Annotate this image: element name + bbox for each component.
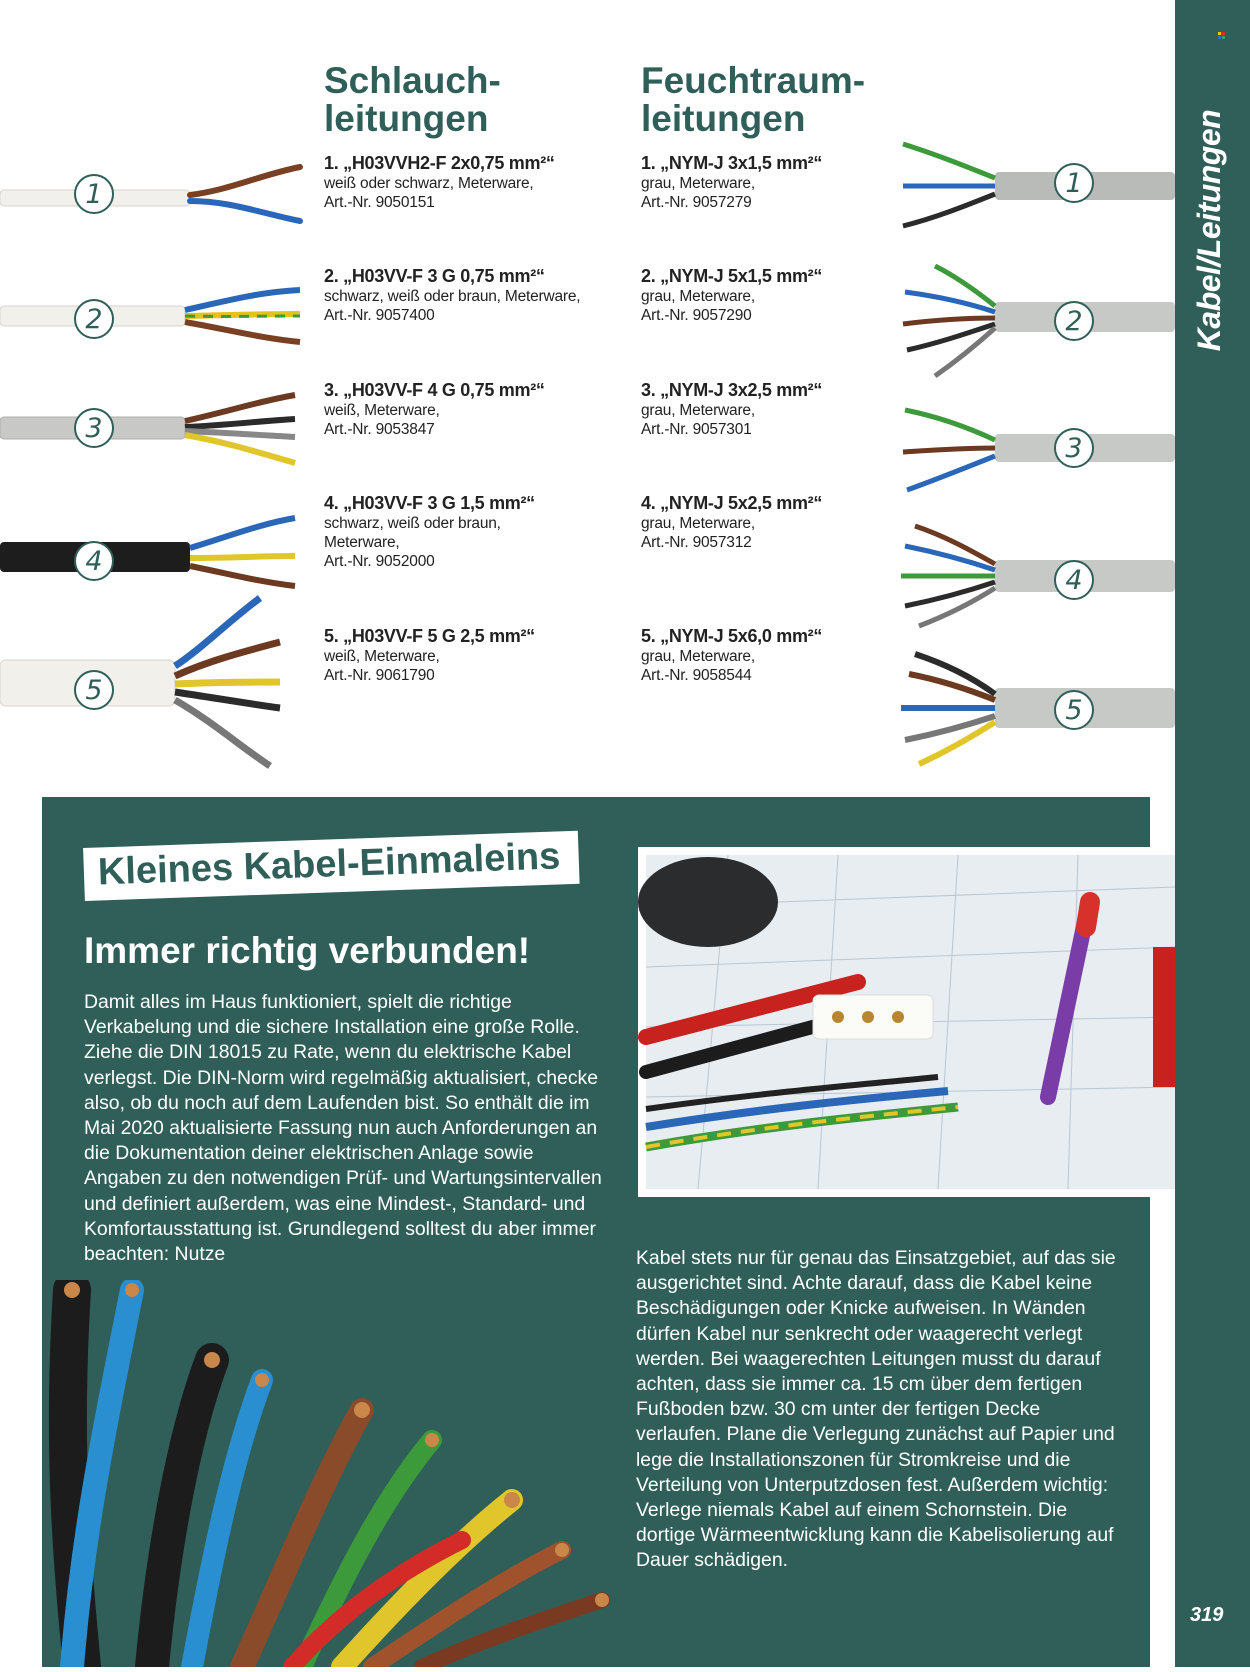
cable-image-right-3 xyxy=(895,400,1175,520)
heading-line: Schlauch- xyxy=(324,60,501,101)
section-title-vertical: Kabel/Leitungen xyxy=(1180,100,1240,360)
number-circle: 2 xyxy=(1054,301,1094,341)
product-right-3: 3. „NYM-J 3x2,5 mm²“ grau, Meterware, Ar… xyxy=(641,380,822,439)
cable-image-right-2 xyxy=(895,262,1175,382)
heading-line: leitungen xyxy=(324,98,489,139)
article-number: Art.-Nr. 9057400 xyxy=(324,307,435,324)
product-title: 2. „H03VV-F 3 G 0,75 mm²“ xyxy=(324,266,545,286)
product-detail: schwarz, weiß oder braun, Meterware, xyxy=(324,288,581,305)
article-number: Art.-Nr. 9058544 xyxy=(641,667,752,684)
cable-image-left-3 xyxy=(0,365,310,485)
product-detail: schwarz, weiß oder braun, xyxy=(324,515,501,532)
product-title: 1. „NYM-J 3x1,5 mm²“ xyxy=(641,153,823,173)
color-mark-icon xyxy=(1218,32,1225,39)
product-detail: grau, Meterware, xyxy=(641,515,755,532)
product-left-5: 5. „H03VV-F 5 G 2,5 mm²“ weiß, Meterware… xyxy=(324,626,535,685)
cable-image-left-2 xyxy=(0,260,310,380)
product-left-3: 3. „H03VV-F 4 G 0,75 mm²“ weiß, Meterwar… xyxy=(324,380,545,439)
heading-feuchtraumleitungen: Feuchtraum- leitungen xyxy=(641,62,865,138)
cable-image-left-1 xyxy=(0,135,310,255)
heading-line: leitungen xyxy=(641,98,806,139)
tools-photo xyxy=(638,847,1176,1197)
number-circle: 1 xyxy=(74,174,114,214)
product-title: 1. „H03VVH2-F 2x0,75 mm²“ xyxy=(324,153,555,173)
number-circle: 2 xyxy=(74,299,114,339)
number-circle: 5 xyxy=(1054,690,1094,730)
number-circle: 5 xyxy=(74,670,114,710)
article-number: Art.-Nr. 9061790 xyxy=(324,667,435,684)
product-title: 3. „NYM-J 3x2,5 mm²“ xyxy=(641,380,823,400)
product-right-5: 5. „NYM-J 5x6,0 mm²“ grau, Meterware, Ar… xyxy=(641,626,822,685)
product-title: 5. „NYM-J 5x6,0 mm²“ xyxy=(641,626,823,646)
product-title: 4. „NYM-J 5x2,5 mm²“ xyxy=(641,493,823,513)
heading-line: Feuchtraum- xyxy=(641,60,866,101)
product-left-1: 1. „H03VVH2-F 2x0,75 mm²“ weiß oder schw… xyxy=(324,153,555,212)
cable-image-right-4 xyxy=(895,520,1175,640)
product-detail: Meterware, xyxy=(324,534,400,551)
product-right-4: 4. „NYM-J 5x2,5 mm²“ grau, Meterware, Ar… xyxy=(641,493,822,552)
product-title: 3. „H03VV-F 4 G 0,75 mm²“ xyxy=(324,380,545,400)
product-detail: grau, Meterware, xyxy=(641,288,755,305)
page-number: 319 xyxy=(1190,1604,1224,1626)
cable-image-right-1 xyxy=(895,130,1175,250)
cable-image-left-5 xyxy=(0,590,310,780)
info-text-right: Kabel stets nur für genau das Einsatzgeb… xyxy=(636,1247,1116,1572)
article-number: Art.-Nr. 9050151 xyxy=(324,194,435,211)
number-circle: 1 xyxy=(1054,163,1094,203)
product-detail: grau, Meterware, xyxy=(641,402,755,419)
article-number: Art.-Nr. 9053847 xyxy=(324,421,435,438)
article-number: Art.-Nr. 9057290 xyxy=(641,307,752,324)
product-detail: grau, Meterware, xyxy=(641,648,755,665)
number-circle: 3 xyxy=(74,408,114,448)
product-left-2: 2. „H03VV-F 3 G 0,75 mm²“ schwarz, weiß … xyxy=(324,266,581,325)
article-number: Art.-Nr. 9057301 xyxy=(641,421,752,438)
product-title: 2. „NYM-J 5x1,5 mm²“ xyxy=(641,266,823,286)
product-right-2: 2. „NYM-J 5x1,5 mm²“ grau, Meterware, Ar… xyxy=(641,266,822,325)
product-left-4: 4. „H03VV-F 3 G 1,5 mm²“ schwarz, weiß o… xyxy=(324,493,535,571)
info-text-left: Damit alles im Haus funktioniert, spielt… xyxy=(84,991,602,1266)
product-detail: grau, Meterware, xyxy=(641,175,755,192)
product-detail: weiß oder schwarz, Meterware, xyxy=(324,175,534,192)
article-number: Art.-Nr. 9057279 xyxy=(641,194,752,211)
product-detail: weiß, Meterware, xyxy=(324,648,440,665)
heading-schlauchleitungen: Schlauch- leitungen xyxy=(324,62,501,138)
product-title: 5. „H03VV-F 5 G 2,5 mm²“ xyxy=(324,626,535,646)
number-circle: 3 xyxy=(1054,428,1094,468)
article-number: Art.-Nr. 9052000 xyxy=(324,553,435,570)
product-title: 4. „H03VV-F 3 G 1,5 mm²“ xyxy=(324,493,535,513)
section-title-text: Kabel/Leitungen xyxy=(1191,109,1228,351)
number-circle: 4 xyxy=(74,541,114,581)
side-band xyxy=(1175,0,1250,1667)
number-circle: 4 xyxy=(1054,560,1094,600)
info-subtitle: Immer richtig verbunden! xyxy=(84,930,531,971)
product-right-1: 1. „NYM-J 3x1,5 mm²“ grau, Meterware, Ar… xyxy=(641,153,822,212)
cable-image-right-5 xyxy=(895,650,1175,770)
product-detail: weiß, Meterware, xyxy=(324,402,440,419)
cables-photo xyxy=(42,1271,622,1672)
article-number: Art.-Nr. 9057312 xyxy=(641,534,752,551)
